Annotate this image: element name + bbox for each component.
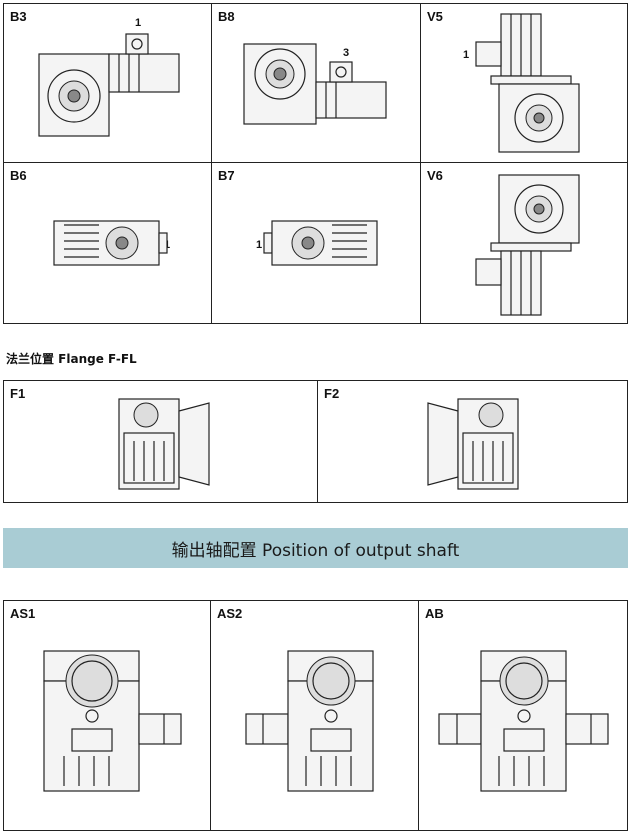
gearbox-motor-drawing bbox=[243, 43, 387, 125]
output-label: AS2 bbox=[217, 606, 243, 621]
mounting-cell-b8: B8 3 bbox=[211, 3, 421, 163]
mounting-label: V5 bbox=[427, 9, 443, 24]
output-shaft-banner: 输出轴配置 Position of output shaft bbox=[3, 528, 628, 568]
mounting-label: V6 bbox=[427, 168, 443, 183]
mounting-cell-v6: V6 bbox=[420, 162, 628, 324]
output-shaft-drawing bbox=[245, 650, 374, 792]
gearbox-motor-drawing bbox=[475, 174, 580, 316]
flange-label: F1 bbox=[10, 386, 26, 401]
output-shaft-drawing bbox=[438, 650, 609, 792]
flange-drawing bbox=[427, 398, 519, 490]
output-cell-as2: AS2 bbox=[210, 600, 419, 831]
flange-cell-f1: F1 bbox=[3, 380, 318, 503]
output-label: AS1 bbox=[10, 606, 36, 621]
gearbox-motor-drawing bbox=[263, 220, 378, 266]
mounting-label: B8 bbox=[218, 9, 235, 24]
mounting-label: B7 bbox=[218, 168, 235, 183]
motor-marker: 1 bbox=[256, 239, 263, 251]
output-cell-as1: AS1 bbox=[3, 600, 211, 831]
output-label: AB bbox=[425, 606, 444, 621]
output-cell-ab: AB bbox=[418, 600, 628, 831]
mounting-label: B3 bbox=[10, 9, 27, 24]
flange-label: F2 bbox=[324, 386, 340, 401]
mounting-cell-v5: V5 1 bbox=[420, 3, 628, 163]
flange-cell-f2: F2 bbox=[317, 380, 628, 503]
gearbox-motor-drawing bbox=[53, 220, 168, 266]
motor-marker: 3 bbox=[343, 47, 350, 59]
motor-marker: 1 bbox=[463, 49, 470, 61]
motor-marker: 1 bbox=[135, 17, 142, 29]
flange-drawing bbox=[118, 398, 210, 490]
mounting-cell-b6: B6 1 bbox=[3, 162, 212, 324]
flange-heading: 法兰位置 Flange F-FL bbox=[6, 352, 137, 366]
gearbox-motor-drawing bbox=[475, 13, 580, 153]
output-shaft-drawing bbox=[43, 650, 182, 792]
gearbox-motor-drawing bbox=[38, 33, 180, 137]
mounting-cell-b3: B3 1 bbox=[3, 3, 212, 163]
mounting-cell-b7: B7 1 bbox=[211, 162, 421, 324]
mounting-label: B6 bbox=[10, 168, 27, 183]
